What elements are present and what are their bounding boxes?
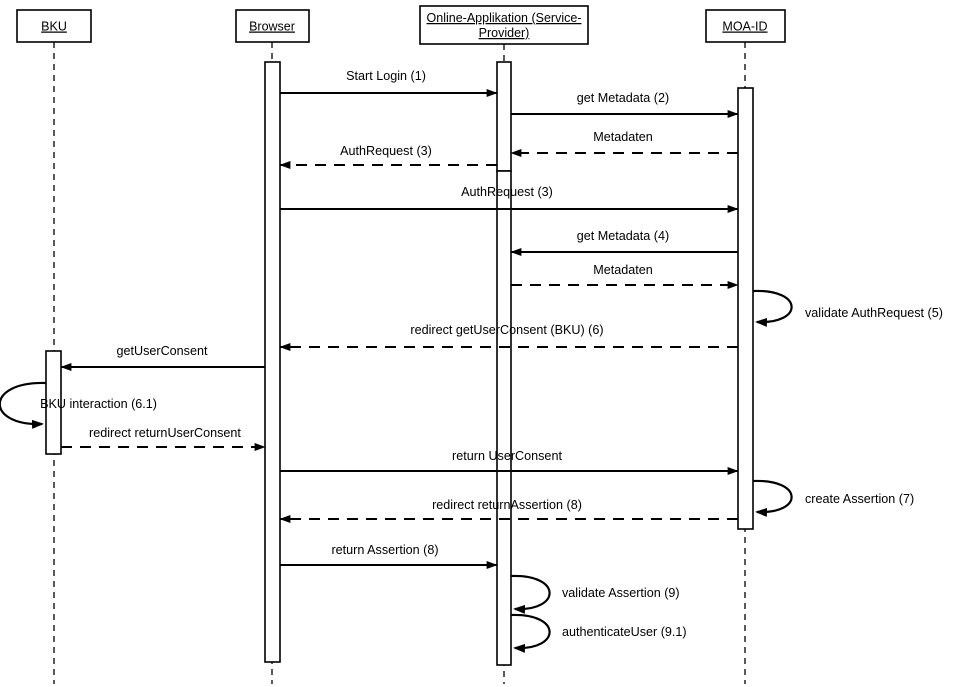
message-2r: Metadaten [510, 130, 738, 157]
self-message-arrow [510, 574, 551, 614]
message-label: get Metadata (2) [577, 91, 669, 105]
message-1: Start Login (1) [280, 69, 498, 97]
activation-bar-oa [496, 170, 512, 666]
self-message-arrow [0, 381, 47, 429]
lifeline-label: Provider) [479, 26, 530, 40]
message-label: redirect getUserConsent (BKU) (6) [410, 323, 603, 337]
lifeline-label: MOA-ID [722, 20, 767, 34]
messages-group: Start Login (1) get Metadata (2) Metadaten… [60, 69, 739, 569]
activation-bar-oa [496, 61, 512, 172]
message-4r: Metadaten [511, 263, 739, 289]
message-label: getUserConsent [116, 344, 208, 358]
message-3b: AuthRequest (3) [280, 185, 739, 213]
self-message-9.1: authenticateUser (9.1) [510, 613, 687, 653]
message-3: AuthRequest (3) [279, 144, 497, 169]
message-label: return Assertion (8) [331, 543, 438, 557]
self-message-arrow [510, 613, 551, 653]
message-6: redirect getUserConsent (BKU) (6) [279, 323, 738, 351]
message-label: redirect returnUserConsent [89, 426, 241, 440]
message-6.3: return UserConsent [280, 449, 739, 475]
self-message-7: create Assertion (7) [752, 479, 914, 517]
message-4: get Metadata (4) [510, 229, 738, 256]
message-label: redirect returnAssertion (8) [432, 498, 582, 512]
lifeline-header-bku[interactable]: BKU [16, 9, 92, 43]
self-messages-group: validate AuthRequest (5) BKU interaction … [0, 289, 943, 653]
message-label: AuthRequest (3) [461, 185, 553, 199]
self-message-label: authenticateUser (9.1) [562, 625, 687, 639]
self-message-5: validate AuthRequest (5) [752, 289, 943, 327]
activation-bar-browser [264, 61, 281, 663]
self-message-label: create Assertion (7) [805, 492, 914, 506]
self-message-label: BKU interaction (6.1) [40, 397, 157, 411]
message-label: Metadaten [593, 130, 653, 144]
message-6a: getUserConsent [60, 344, 265, 371]
self-message-9: validate Assertion (9) [510, 574, 680, 614]
self-message-6.1: BKU interaction (6.1) [0, 381, 157, 429]
self-message-label: validate Assertion (9) [562, 586, 680, 600]
lifeline-box[interactable] [705, 9, 786, 43]
lifeline-boxes-group: BKU Browser Online-Applikation (Service-Pr… [16, 5, 786, 45]
lifeline-box[interactable] [16, 9, 92, 43]
activation-bar-moaid [737, 87, 754, 530]
lifeline-header-moaid[interactable]: MOA-ID [705, 9, 786, 43]
lifeline-label: BKU [41, 20, 67, 34]
lifeline-label: Browser [249, 20, 295, 34]
lifeline-label: Online-Applikation (Service- [427, 11, 582, 25]
lifeline-box[interactable] [419, 5, 589, 45]
activation-bar-bku [45, 350, 62, 455]
lifeline-header-browser[interactable]: Browser [235, 9, 310, 43]
message-6.2: redirect returnUserConsent [61, 426, 266, 451]
lifeline-box[interactable] [235, 9, 310, 43]
message-8: redirect returnAssertion (8) [279, 498, 738, 523]
message-label: Metadaten [593, 263, 653, 277]
message-8b: return Assertion (8) [280, 543, 498, 569]
self-message-arrow [752, 479, 793, 517]
self-message-arrow [752, 289, 793, 327]
self-message-label: validate AuthRequest (5) [805, 306, 943, 320]
message-label: get Metadata (4) [577, 229, 669, 243]
message-label: return UserConsent [452, 449, 562, 463]
activation-bars-group [45, 61, 754, 666]
message-2: get Metadata (2) [511, 91, 739, 118]
message-label: AuthRequest (3) [340, 144, 432, 158]
lifeline-header-oa[interactable]: Online-Applikation (Service-Provider) [419, 5, 589, 45]
message-label: Start Login (1) [346, 69, 426, 83]
